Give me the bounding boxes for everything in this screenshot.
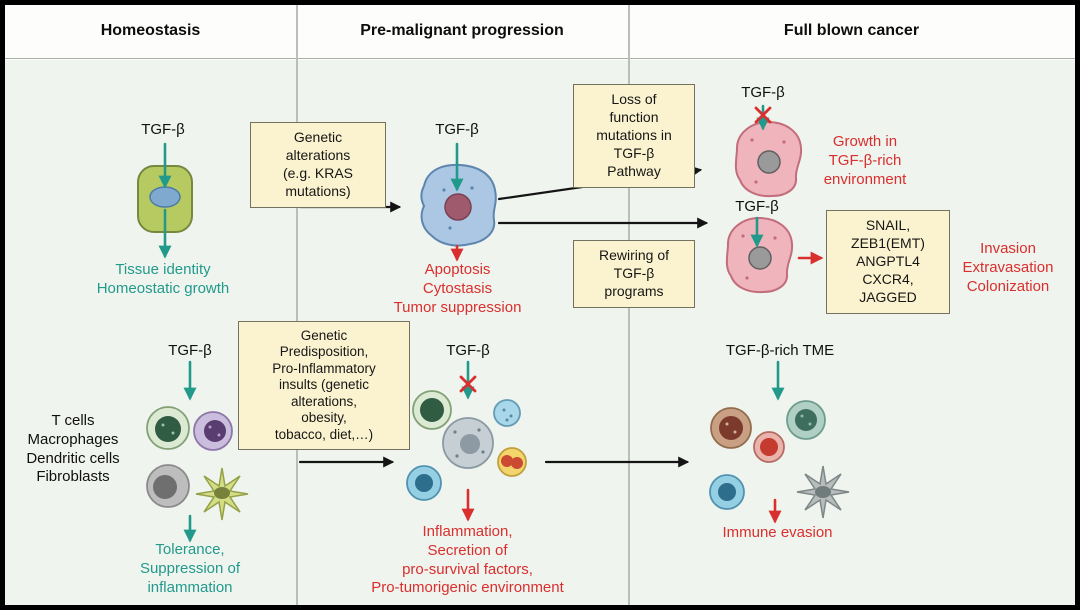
outcome-invasion: Invasion Extravasation Colonization <box>962 240 1054 295</box>
box-snail-targets: SNAIL, ZEB1(EMT) ANGPTL4 CXCR4, JAGGED <box>826 210 950 314</box>
tgfb-label-cancer-blocked: TGF-β <box>741 84 785 101</box>
figure-body-background <box>5 59 1075 605</box>
column-header-premalignant: Pre-malignant progression <box>360 22 564 39</box>
box-loss-of-function: Loss of function mutations in TGF-β Path… <box>573 84 695 188</box>
tgfb-label-cancer-rewired: TGF-β <box>735 198 779 215</box>
tgfb-label-immune-premalignant: TGF-β <box>446 342 490 359</box>
outcome-tolerance: Tolerance, Suppression of inflammation <box>139 541 241 596</box>
outcome-homeostasis: Tissue identity Homeostatic growth <box>96 261 230 297</box>
cancer-cell-tgfb-insensitive <box>734 120 803 198</box>
blocked-signal-x-icon <box>754 106 772 124</box>
box-genetic-predisposition: Genetic Predisposition, Pro-Inflammatory… <box>238 321 410 451</box>
tgfb-label-epithelial: TGF-β <box>141 121 185 138</box>
outcome-growth: Growth in TGF-β-rich environment <box>823 133 907 188</box>
blocked-signal-x-icon <box>459 375 477 393</box>
cell-type-list: T cells Macrophages Dendritic cells Fibr… <box>26 412 120 486</box>
box-rewiring: Rewiring of TGF-β programs <box>573 240 695 308</box>
column-header-homeostasis: Homeostasis <box>100 22 201 39</box>
immune-cells-tme <box>709 400 850 519</box>
immune-cells-premalignant <box>406 390 527 501</box>
outcome-inflammation: Inflammation, Secretion of pro-survival … <box>371 523 564 597</box>
tgfb-label-immune-homeostasis: TGF-β <box>168 342 212 359</box>
premalignant-cell <box>420 163 497 247</box>
immune-cells-homeostasis <box>146 406 249 521</box>
column-header-cancer: Full blown cancer <box>783 22 920 39</box>
tgfb-label-premalignant: TGF-β <box>435 121 479 138</box>
outcome-tumor-suppression: Apoptosis Cytostasis Tumor suppression <box>393 261 522 316</box>
column-divider-1 <box>296 5 298 605</box>
outcome-immune-evasion: Immune evasion <box>722 524 833 541</box>
header-band <box>5 5 1075 59</box>
box-genetic-alterations: Genetic alterations (e.g. KRAS mutations… <box>250 122 386 208</box>
cancer-cell-tgfb-rewired <box>725 216 794 294</box>
tgfb-rich-tme-label: TGF-β-rich TME <box>725 342 835 359</box>
